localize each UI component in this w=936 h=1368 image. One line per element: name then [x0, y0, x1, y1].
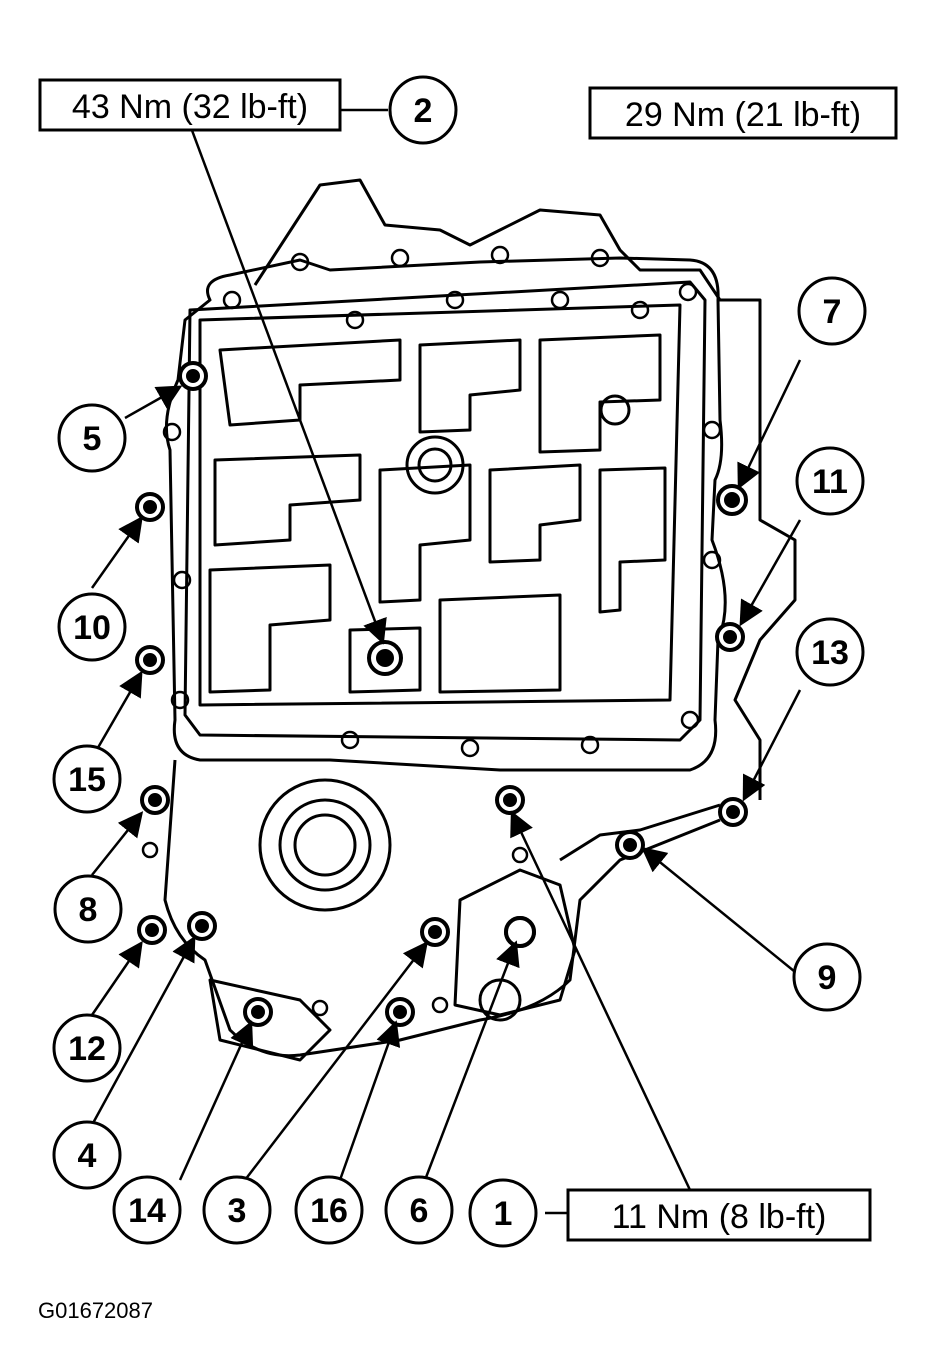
bolt-8 [140, 785, 170, 815]
callout-6: 6 [384, 1175, 454, 1245]
svg-text:11: 11 [812, 463, 848, 501]
bolt-center [495, 785, 525, 815]
svg-text:13: 13 [811, 634, 849, 672]
bolt-11 [715, 622, 745, 652]
callout-14: 14 [112, 1175, 182, 1245]
bolt-6 [504, 916, 536, 948]
callout-2: 2 [388, 75, 458, 145]
torque-label-top-right: 29 Nm (21 lb-ft) [588, 86, 898, 140]
callout-13: 13 [795, 617, 865, 687]
bolt-2 [367, 640, 403, 676]
bolt-4 [187, 911, 217, 941]
svg-text:1: 1 [494, 1195, 513, 1233]
svg-text:5: 5 [83, 420, 102, 458]
callout-15: 15 [52, 744, 122, 814]
callout-circles: 1 2 3 4 5 6 7 8 9 10 11 12 13 14 15 16 [52, 75, 867, 1248]
bolt-9 [615, 830, 645, 860]
callout-5: 5 [57, 403, 127, 473]
svg-text:8: 8 [79, 891, 98, 929]
svg-text:2: 2 [414, 92, 433, 130]
callout-8: 8 [53, 874, 123, 944]
callout-4: 4 [52, 1120, 122, 1190]
svg-text:29 Nm (21 lb-ft): 29 Nm (21 lb-ft) [625, 96, 861, 134]
bolt-3 [420, 917, 450, 947]
callout-3: 3 [202, 1175, 272, 1245]
callout-10: 10 [57, 592, 127, 662]
bolt-10 [135, 492, 165, 522]
svg-text:9: 9 [818, 959, 837, 997]
bolt-15 [135, 645, 165, 675]
svg-text:3: 3 [228, 1192, 247, 1230]
svg-text:12: 12 [68, 1030, 106, 1068]
svg-text:6: 6 [410, 1192, 429, 1230]
bolt-markers [135, 361, 748, 1027]
bolt-16 [385, 997, 415, 1027]
svg-text:11 Nm (8 lb-ft): 11 Nm (8 lb-ft) [612, 1198, 827, 1236]
callout-7: 7 [797, 276, 867, 346]
leader-lines [90, 108, 806, 1215]
torque-label-top-left: 43 Nm (32 lb-ft) [38, 78, 342, 132]
transmission-illustration [141, 178, 797, 1062]
callout-11: 11 [795, 446, 865, 516]
bolt-7 [716, 484, 748, 516]
svg-text:10: 10 [73, 609, 111, 647]
bolt-12 [137, 915, 167, 945]
svg-text:14: 14 [128, 1192, 166, 1230]
callout-9: 9 [792, 942, 862, 1012]
svg-text:16: 16 [310, 1192, 348, 1230]
bolt-13 [718, 797, 748, 827]
svg-text:7: 7 [823, 293, 842, 331]
svg-text:43 Nm (32 lb-ft): 43 Nm (32 lb-ft) [72, 88, 308, 126]
bolt-14 [243, 997, 273, 1027]
callout-16: 16 [294, 1175, 364, 1245]
figure-id: G01672087 [38, 1298, 153, 1323]
callout-12: 12 [52, 1013, 122, 1083]
svg-text:15: 15 [68, 761, 106, 799]
torque-label-bottom-right: 11 Nm (8 lb-ft) [566, 1188, 872, 1242]
callout-1: 1 [468, 1178, 538, 1248]
bolt-5 [178, 361, 208, 391]
svg-text:4: 4 [78, 1137, 97, 1175]
